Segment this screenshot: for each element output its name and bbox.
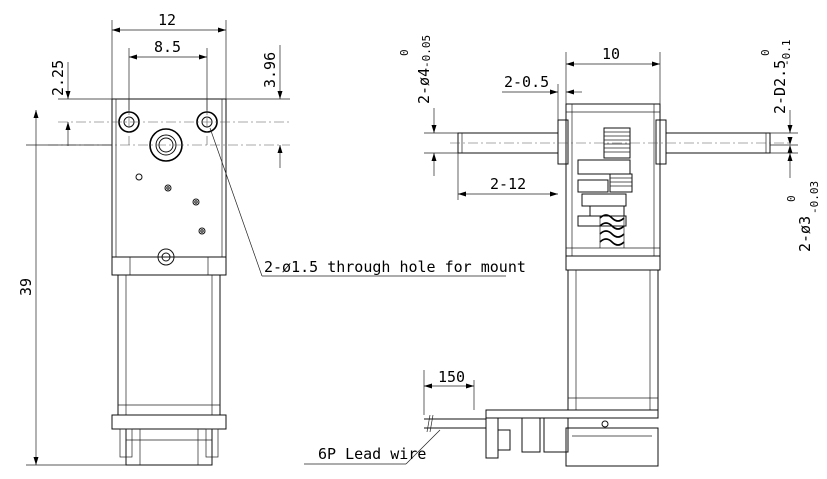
dim-shaft-dia-tol-lower: -0.05 bbox=[420, 35, 433, 68]
front-connector bbox=[125, 428, 213, 466]
dim-width-label: 12 bbox=[158, 11, 176, 29]
side-pcb bbox=[485, 409, 659, 419]
dim-d-cut-tol-lower: -0.1 bbox=[780, 40, 793, 67]
dim-shaft-dia-label: 2-ø4 bbox=[415, 68, 433, 104]
front-motor-body bbox=[117, 274, 221, 416]
dim-height-label: 39 bbox=[17, 278, 35, 296]
side-gear-train bbox=[577, 127, 633, 248]
dim-pin-label: 2-ø3 bbox=[796, 216, 814, 252]
front-end-cap bbox=[111, 414, 227, 430]
dim-pin-tol-upper: 0 bbox=[785, 195, 798, 202]
dim-gearbox-width-label: 10 bbox=[602, 45, 620, 63]
front-gearbox-plate bbox=[111, 98, 227, 258]
side-lead-wire bbox=[424, 418, 486, 429]
dim-d-cut-label: 2-D2.5 bbox=[771, 60, 789, 114]
mount-hole-note: 2-ø1.5 through hole for mount bbox=[264, 258, 526, 276]
dim-shaft-length-label: 2-12 bbox=[490, 175, 526, 193]
dim-shaft-dia-tol-upper: 0 bbox=[398, 49, 411, 56]
side-motor-body bbox=[565, 255, 661, 271]
wire-note: 6P Lead wire bbox=[318, 445, 426, 463]
front-view: 12 8.5 2.25 3.96 39 2-ø1.5 through hole bbox=[17, 11, 526, 466]
side-view: 6P Lead wire 150 10 2-0.5 2-12 bbox=[304, 35, 821, 467]
dim-hole-spacing-label: 8.5 bbox=[154, 38, 181, 56]
side-output-shaft-right bbox=[665, 132, 771, 154]
dim-left-offset-label: 2.25 bbox=[49, 60, 67, 96]
side-motor-can bbox=[567, 269, 659, 411]
dim-right-offset-label: 3.96 bbox=[261, 52, 279, 88]
dim-d-cut-tol-upper: 0 bbox=[759, 49, 772, 56]
dim-pin-tol-lower: -0.03 bbox=[808, 181, 821, 214]
front-small-hole bbox=[135, 173, 143, 181]
side-connector bbox=[565, 427, 659, 467]
dim-shaft-step-label: 2-0.5 bbox=[504, 73, 549, 91]
dim-wire-length-label: 150 bbox=[438, 368, 465, 386]
